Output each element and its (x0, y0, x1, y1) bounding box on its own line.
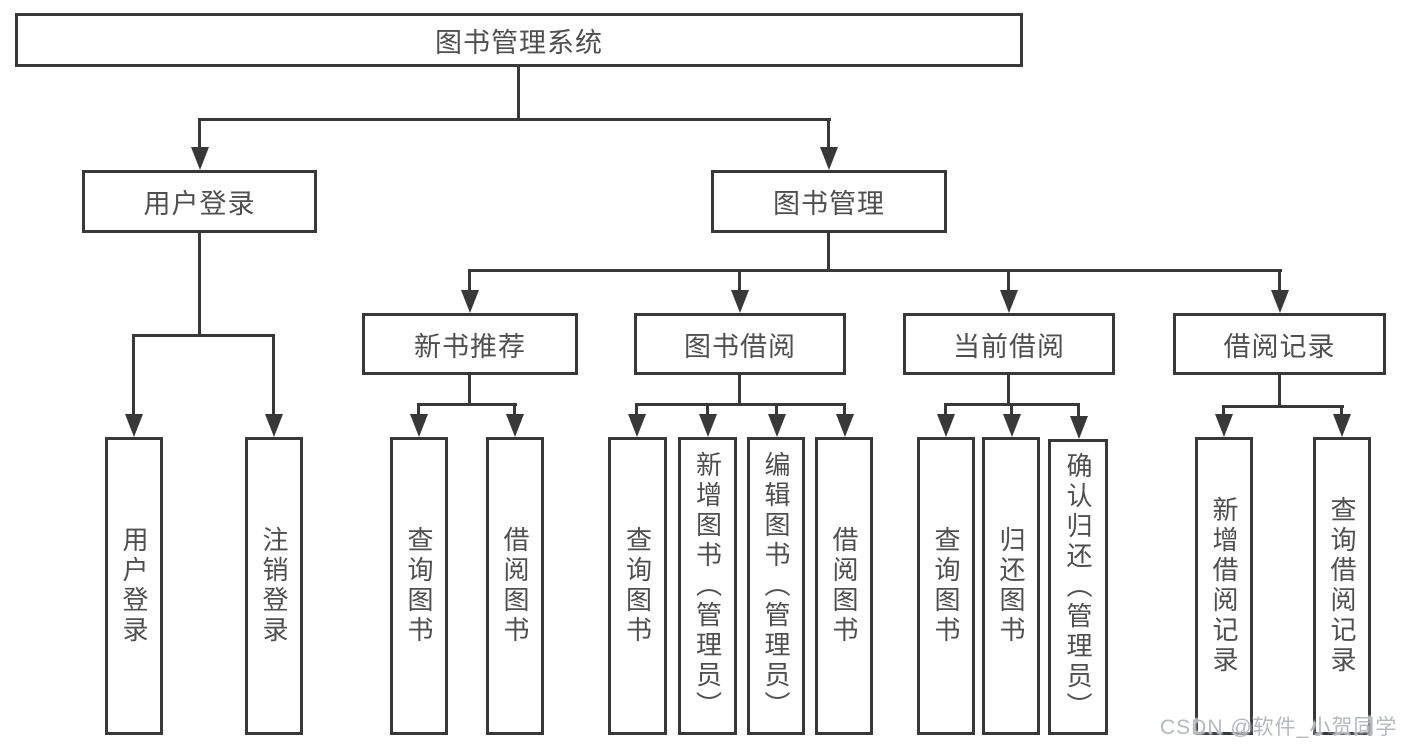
arrowhead-recommend-borrow (506, 414, 524, 437)
arrowhead-leaf-logout (265, 414, 283, 437)
leaf-query-borrow-record-label: 查询借阅记录 (1327, 496, 1357, 676)
connector-borrow-drop-3 (775, 403, 778, 417)
connector-user-trunk (198, 233, 201, 336)
leaf-current-query-books: 查询图书 (917, 437, 975, 735)
leaf-return-books-label: 归还图书 (996, 526, 1026, 646)
arrowhead-edit-book (768, 414, 786, 437)
connector-current-trunk (1007, 375, 1010, 405)
leaf-logout: 注销登录 (245, 437, 303, 735)
leaf-recommend-borrow-books-label: 借阅图书 (500, 526, 530, 646)
node-root: 图书管理系统 (15, 13, 1023, 67)
connector-l3-drop-1 (468, 269, 471, 293)
connector-l2-hbar (198, 118, 831, 121)
watermark: CSDN @软件_小贺同学 (1160, 716, 1398, 739)
connector-recommend-trunk (468, 375, 471, 405)
connector-borrow-trunk (738, 375, 741, 405)
leaf-confirm-return-admin: 确认归还（管理员） (1048, 439, 1108, 735)
node-book-management-label: 图书管理 (773, 189, 885, 219)
connector-user-drop-2 (272, 334, 275, 416)
connector-current-drop-2 (1010, 403, 1013, 417)
connector-borrow-drop-2 (706, 403, 709, 417)
connector-current-drop-3 (1077, 403, 1080, 417)
connector-records-drop-2 (1340, 405, 1343, 417)
connector-borrow-drop-1 (635, 403, 638, 417)
arrowhead-borrow-records (1271, 290, 1289, 313)
connector-l3-hbar (468, 269, 1282, 272)
node-borrow-records: 借阅记录 (1173, 313, 1386, 375)
connector-l3-drop-4 (1278, 269, 1281, 293)
connector-mgmt-trunk (827, 233, 830, 271)
leaf-add-book-admin-label: 新增图书（管理员） (692, 451, 723, 721)
node-user-login-label: 用户登录 (143, 189, 256, 219)
connector-recommend-drop-2 (513, 403, 516, 417)
arrowhead-leaf-user-login (125, 414, 143, 437)
connector-records-trunk (1278, 375, 1281, 407)
connector-user-drop-1 (132, 334, 135, 416)
node-book-borrow: 图书借阅 (634, 313, 846, 375)
node-new-book-recommend-label: 新书推荐 (414, 331, 526, 362)
arrowhead-current-borrow (1000, 290, 1018, 313)
arrowhead-book-management (820, 147, 838, 170)
leaf-user-login-label: 用户登录 (119, 526, 149, 646)
node-current-borrow-label: 当前借阅 (953, 331, 1065, 362)
connector-l3-drop-2 (738, 269, 741, 293)
arrowhead-current-query (937, 414, 955, 437)
connector-current-drop-1 (944, 403, 947, 417)
leaf-borrow-books: 借阅图书 (815, 437, 873, 735)
arrowhead-new-book-recommend (461, 290, 479, 313)
node-root-label: 图书管理系统 (435, 27, 603, 58)
connector-recommend-hbar (417, 403, 517, 406)
connector-l2-drop-right (827, 118, 830, 150)
connector-recommend-drop-1 (417, 403, 420, 417)
node-book-management: 图书管理 (711, 170, 947, 233)
connector-user-hbar (132, 334, 275, 337)
leaf-current-query-books-label: 查询图书 (931, 526, 961, 646)
leaf-return-books: 归还图书 (982, 437, 1040, 735)
arrowhead-borrow-query (628, 414, 646, 437)
arrowhead-recommend-query (410, 414, 428, 437)
arrowhead-query-record (1333, 414, 1351, 437)
arrowhead-return-books (1003, 414, 1021, 437)
leaf-add-book-admin: 新增图书（管理员） (678, 437, 737, 735)
connector-borrow-drop-4 (843, 403, 846, 417)
leaf-edit-book-admin-label: 编辑图书（管理员） (761, 451, 791, 721)
arrowhead-add-book (699, 414, 717, 437)
arrowhead-confirm-return (1070, 416, 1088, 439)
connector-l3-drop-3 (1007, 269, 1010, 293)
node-current-borrow: 当前借阅 (903, 313, 1115, 375)
arrowhead-book-borrow (731, 290, 749, 313)
leaf-logout-label: 注销登录 (259, 526, 289, 646)
leaf-confirm-return-admin-label: 确认归还（管理员） (1063, 452, 1093, 722)
leaf-edit-book-admin: 编辑图书（管理员） (747, 437, 805, 735)
leaf-borrow-books-label: 借阅图书 (829, 526, 859, 646)
leaf-add-borrow-record: 新增借阅记录 (1195, 437, 1253, 735)
leaf-recommend-query-books-label: 查询图书 (404, 526, 434, 646)
leaf-add-borrow-record-label: 新增借阅记录 (1209, 496, 1239, 676)
leaf-borrow-query-books: 查询图书 (608, 437, 667, 735)
node-user-login: 用户登录 (82, 170, 317, 233)
node-book-borrow-label: 图书借阅 (684, 331, 796, 362)
node-new-book-recommend: 新书推荐 (362, 313, 578, 375)
leaf-recommend-query-books: 查询图书 (390, 437, 448, 735)
leaf-user-login: 用户登录 (105, 437, 163, 735)
connector-borrow-hbar (635, 403, 846, 406)
leaf-borrow-query-books-label: 查询图书 (622, 526, 653, 646)
connector-records-hbar (1222, 405, 1344, 408)
arrowhead-add-record (1215, 414, 1233, 437)
leaf-query-borrow-record: 查询借阅记录 (1313, 437, 1371, 735)
connector-l2-drop-left (198, 118, 201, 150)
arrowhead-borrow-books (836, 414, 854, 437)
leaf-recommend-borrow-books: 借阅图书 (486, 437, 544, 735)
node-borrow-records-label: 借阅记录 (1223, 331, 1336, 362)
connector-root-trunk (517, 67, 520, 120)
arrowhead-user-login (191, 147, 209, 170)
connector-records-drop-1 (1222, 405, 1225, 417)
